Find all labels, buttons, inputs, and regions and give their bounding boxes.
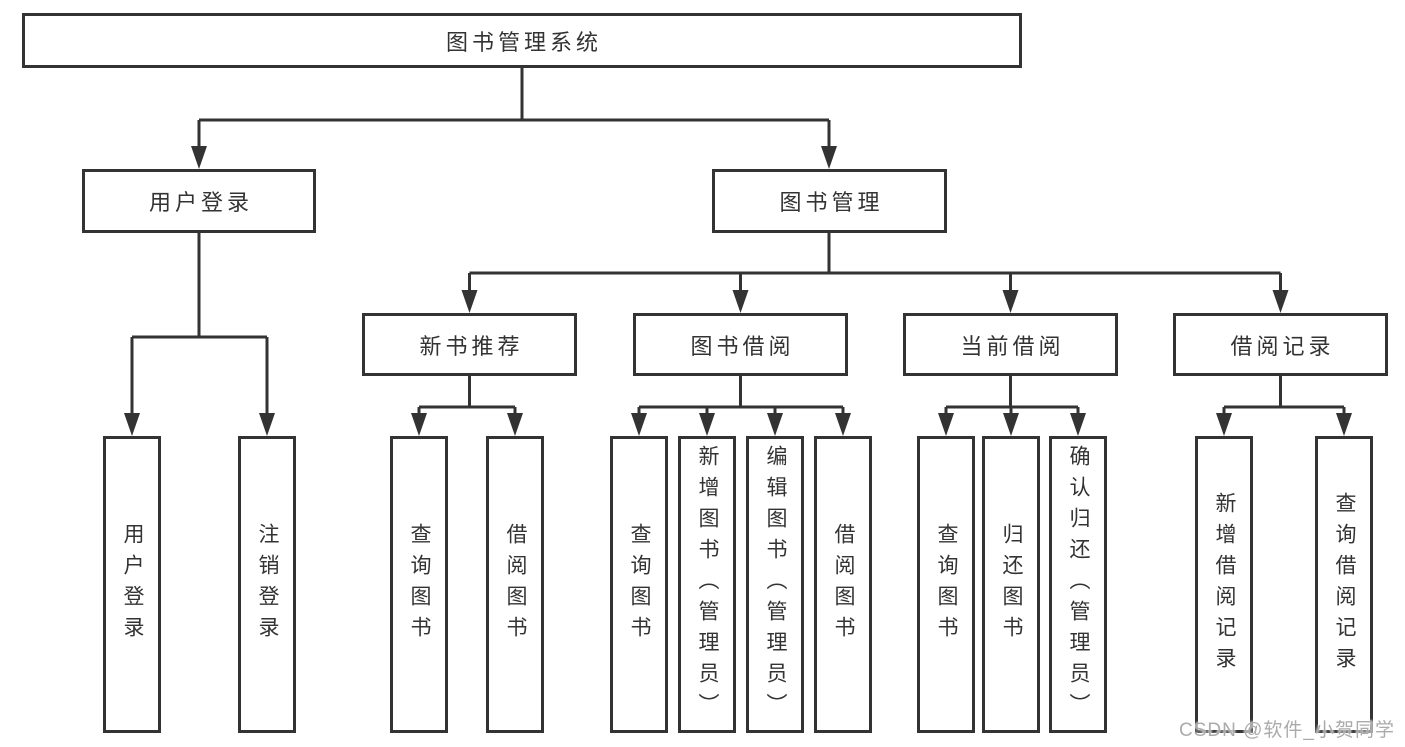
watermark-csdn: CSDN @软件_小贺同学 [1179, 720, 1395, 741]
node-borrow-records: 借阅记录 [1173, 313, 1388, 376]
leaf-confirm-return-admin: 确认归还（管理员） [1049, 436, 1107, 733]
connector-book-management-to-level3 [461, 233, 1289, 313]
connector-book-borrow-to-leaves [631, 376, 851, 436]
connector-current-borrow-to-leaves [938, 376, 1086, 436]
leaf-query-books-recommend: 查询图书 [390, 436, 448, 733]
leaf-return-book: 归还图书 [982, 436, 1040, 733]
node-library-system: 图书管理系统 [22, 13, 1022, 68]
node-book-borrow: 图书借阅 [633, 313, 848, 376]
node-book-management: 图书管理 [712, 169, 947, 233]
node-current-borrow: 当前借阅 [903, 313, 1118, 376]
leaf-borrow-books: 借阅图书 [814, 436, 872, 733]
connector-root-to-level2 [191, 68, 837, 169]
leaf-edit-book-admin: 编辑图书（管理员） [746, 436, 804, 733]
leaf-user-login: 用户登录 [103, 436, 161, 733]
leaf-query-books-borrow: 查询图书 [610, 436, 668, 733]
leaf-add-book-admin: 新增图书（管理员） [678, 436, 736, 733]
connector-borrow-records-to-leaves [1216, 376, 1352, 436]
node-new-book-recommend: 新书推荐 [362, 313, 577, 376]
leaf-borrow-books-recommend: 借阅图书 [486, 436, 544, 733]
node-user-login: 用户登录 [82, 169, 316, 233]
leaf-query-borrow-record: 查询借阅记录 [1315, 436, 1373, 733]
connector-new-book-to-leaves [411, 376, 523, 436]
leaf-add-borrow-record: 新增借阅记录 [1195, 436, 1253, 733]
leaf-logout: 注销登录 [238, 436, 296, 733]
connector-user-login-to-leaves [124, 233, 275, 436]
leaf-query-books-current: 查询图书 [917, 436, 975, 733]
